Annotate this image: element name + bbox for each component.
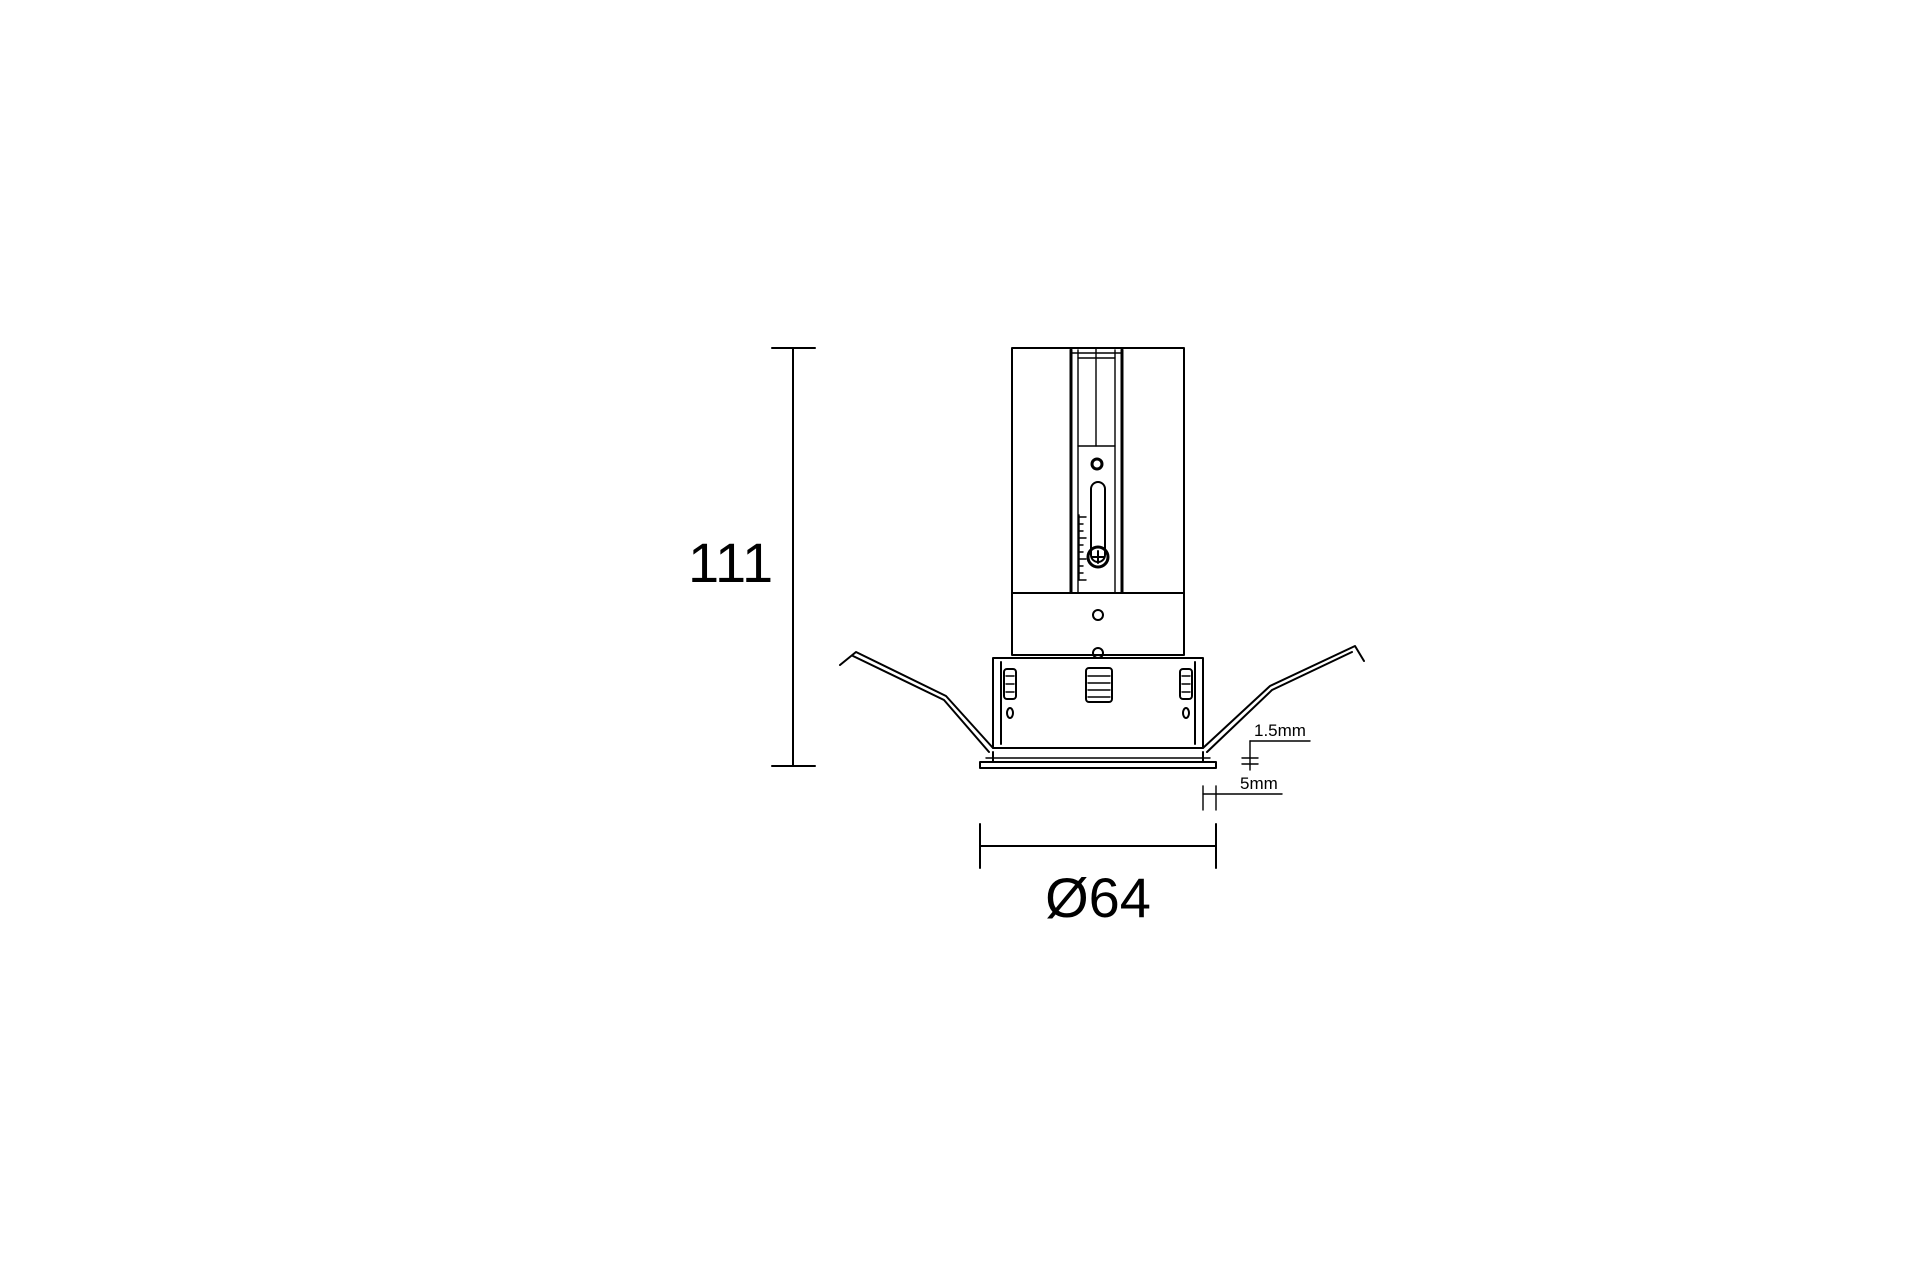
trim-body (992, 657, 1204, 749)
trim-right-clip-icon (1179, 668, 1193, 700)
height-dimension-label: 111 (688, 531, 773, 594)
flange-outline (979, 761, 1217, 769)
spring-clips (839, 645, 1365, 753)
trim-right-hole (1182, 707, 1190, 719)
flange-thickness-label: 1.5mm (1254, 721, 1306, 740)
trim-left-hole (1006, 707, 1014, 719)
flange-width-callout: 5mm (1202, 774, 1283, 811)
height-dimension: 111 (688, 347, 816, 767)
housing-hole-lower (1092, 647, 1104, 659)
bracket-top-screw-icon (1090, 457, 1104, 471)
trim-left-clip-icon (1003, 668, 1017, 700)
flange-thickness-callout: 1.5mm (1241, 721, 1311, 771)
housing-lower-box (1011, 592, 1185, 656)
housing-hole-upper (1092, 609, 1104, 621)
left-spring-clip (839, 651, 994, 749)
left-spring-clip-inner (852, 655, 990, 753)
flange (979, 751, 1217, 769)
trim-latch-icon (1085, 667, 1113, 703)
right-spring-clip-inner (1206, 651, 1353, 753)
diameter-dimension: Ø64 (979, 823, 1217, 929)
right-spring-clip (1202, 645, 1365, 749)
driver-housing (1011, 347, 1185, 659)
flange-width-label: 5mm (1240, 774, 1278, 793)
diameter-dimension-label: Ø64 (1045, 866, 1151, 929)
bracket-phillips-screw-icon (1086, 545, 1110, 569)
bracket-scale (1078, 514, 1087, 581)
